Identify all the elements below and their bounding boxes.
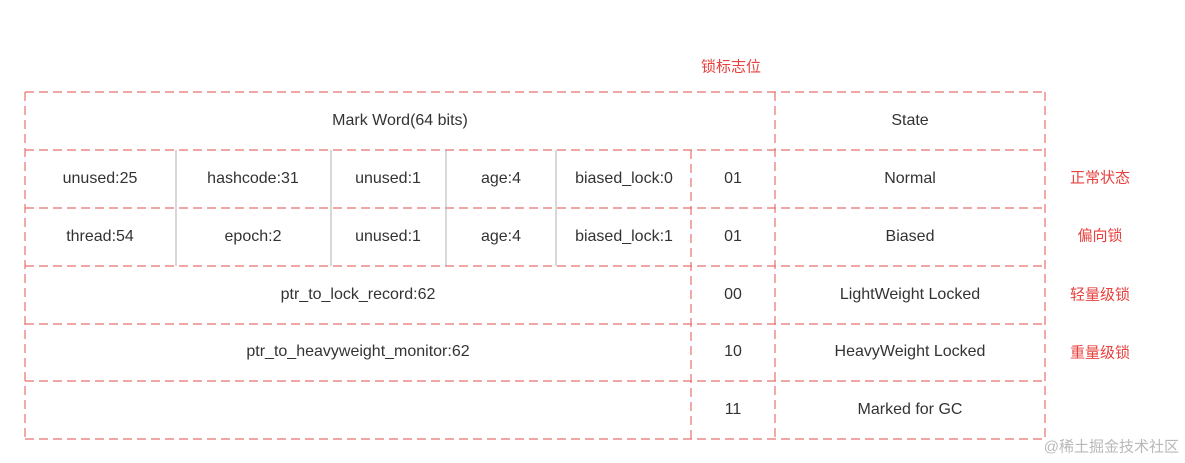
table-cell: epoch:2	[224, 228, 282, 245]
table-cell: unused:1	[355, 228, 421, 245]
state-annotation: 正常状态	[1069, 169, 1131, 187]
state-cell: HeavyWeight Locked	[834, 343, 986, 360]
state-annotation: 重量级锁	[1069, 344, 1131, 362]
lock-flag-cell: 11	[724, 401, 742, 418]
table-cell: age:4	[480, 170, 522, 187]
state-cell: Normal	[884, 170, 936, 187]
table-cell: biased_lock:1	[575, 228, 673, 245]
lock-flag-cell: 10	[724, 343, 742, 360]
table-cell: biased_lock:0	[575, 170, 673, 187]
table-cell: age:4	[480, 228, 522, 245]
table-cell: thread:54	[66, 228, 134, 245]
state-header: State	[891, 112, 929, 129]
table-cell: unused:25	[62, 170, 138, 187]
lock-flag-cell: 01	[724, 228, 742, 245]
state-annotation: 偏向锁	[1077, 227, 1123, 245]
state-cell: Biased	[885, 228, 935, 245]
state-cell: LightWeight Locked	[839, 286, 981, 303]
watermark-text: @稀土掘金技术社区	[1043, 438, 1179, 456]
state-annotation: 轻量级锁	[1069, 286, 1131, 304]
lock-flag-cell: 01	[724, 170, 742, 187]
lock-flag-label: 锁标志位	[700, 58, 762, 76]
table-cell: ptr_to_lock_record:62	[280, 286, 436, 303]
table-cell: hashcode:31	[207, 170, 299, 187]
mark-word-header: Mark Word(64 bits)	[332, 112, 468, 129]
lock-flag-cell: 00	[724, 286, 742, 303]
table-cell: ptr_to_heavyweight_monitor:62	[246, 343, 470, 360]
table-cell: unused:1	[355, 170, 421, 187]
state-cell: Marked for GC	[857, 401, 963, 418]
